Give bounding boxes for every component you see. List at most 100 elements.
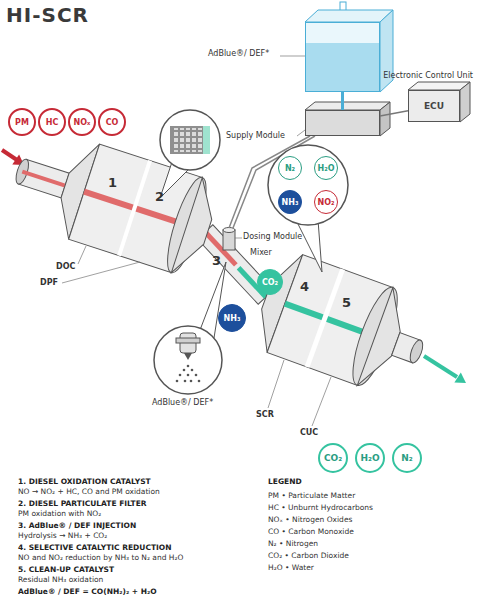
part-label: DPF bbox=[40, 278, 58, 287]
outlet-opening bbox=[408, 338, 426, 364]
spray-dots bbox=[176, 365, 201, 383]
legend-text: N₂ • Nitrogen bbox=[268, 539, 318, 548]
part-label: CUC bbox=[300, 428, 318, 437]
component-heading: AdBlue®/ DEF* bbox=[208, 49, 269, 58]
node-text: CO₂ bbox=[262, 278, 278, 287]
module-side bbox=[380, 102, 390, 136]
outlet-arrow bbox=[424, 356, 457, 377]
legend-text: H₂O • Water bbox=[268, 563, 314, 572]
list-text: NO and NO₂ reduction by NH₃ to N₂ and H₂… bbox=[18, 554, 183, 563]
leader-line bbox=[235, 238, 242, 239]
list-text: PM oxidation with NO₂ bbox=[18, 510, 101, 519]
doc-dpf-cylinder bbox=[2, 123, 223, 280]
section-divider bbox=[117, 160, 152, 256]
module-top bbox=[305, 102, 390, 110]
dosing-module-top bbox=[223, 228, 235, 233]
legend-text: CO₂ • Carbon Dioxide bbox=[268, 551, 349, 560]
component-box: AdBlue®/ DEF* bbox=[305, 22, 380, 92]
chemical-circle: CO₂ bbox=[257, 269, 283, 295]
chemical-circle: NOₓ bbox=[68, 108, 96, 136]
leader-line bbox=[312, 377, 331, 426]
node-text: CO₂ bbox=[324, 453, 342, 463]
reaction-bubble bbox=[268, 145, 348, 225]
chemical-circle: CO₂ bbox=[318, 443, 348, 473]
chemical-circle: HC bbox=[38, 108, 66, 136]
filter-cells bbox=[172, 128, 202, 152]
legend-entry: H₂O • Water bbox=[268, 564, 314, 573]
component-heading: Electronic Control Unit bbox=[383, 71, 473, 80]
callout-number: 1 bbox=[108, 176, 117, 191]
part-label: SCR bbox=[256, 410, 274, 419]
node-text: NO₂ bbox=[318, 198, 335, 207]
legend-text: PM • Particulate Matter bbox=[268, 491, 355, 500]
section-divider bbox=[305, 268, 345, 367]
formula-note: AdBlue® / DEF = CO(NH₂)₂ + H₂O bbox=[18, 588, 157, 597]
spray-dot bbox=[179, 374, 182, 377]
list-heading: 2. DIESEL PARTICULATE FILTER bbox=[18, 500, 147, 509]
spray-dot bbox=[176, 380, 179, 383]
node-text: NOₓ bbox=[74, 118, 91, 127]
node-text: N₂ bbox=[401, 453, 412, 463]
chemical-circle: PM bbox=[8, 108, 36, 136]
filter-substrate bbox=[170, 126, 210, 154]
list-heading: 1. DIESEL OXIDATION CATALYST bbox=[18, 478, 151, 487]
ecu-side bbox=[460, 82, 470, 122]
callout-number: 4 bbox=[300, 280, 309, 295]
filter-coating bbox=[203, 126, 210, 154]
leader-line bbox=[297, 130, 305, 136]
inlet-arrow bbox=[2, 150, 17, 160]
leader-line bbox=[268, 360, 284, 408]
node-text: NH₃ bbox=[224, 314, 241, 323]
node-text: CO bbox=[106, 118, 119, 127]
fluid-pipe bbox=[341, 92, 344, 110]
callout-number: 3 bbox=[212, 254, 221, 269]
injector-flange bbox=[176, 338, 200, 343]
callout-number: 2 bbox=[155, 190, 164, 205]
leader-line bbox=[78, 246, 86, 264]
part-label: Dosing Module bbox=[243, 232, 302, 241]
outlet-arrowhead bbox=[454, 373, 466, 383]
spray-dot bbox=[190, 380, 193, 383]
callout-number: 5 bbox=[342, 296, 351, 311]
node-text: HC bbox=[46, 118, 59, 127]
legend-entry: N₂ • Nitrogen bbox=[268, 540, 318, 549]
leader-lines bbox=[62, 56, 331, 426]
legend-entry: HC • Unburnt Hydrocarbons bbox=[268, 504, 373, 513]
component-heading: Supply Module bbox=[226, 131, 285, 140]
chemical-circle: NO₂ bbox=[314, 190, 338, 214]
node-text: N₂ bbox=[285, 164, 295, 173]
injector-zoom-bubble bbox=[154, 326, 222, 394]
legend-heading: LEGEND bbox=[268, 478, 302, 487]
chemical-circle: NH₃ bbox=[278, 190, 302, 214]
diagram-title: HI-SCR bbox=[6, 3, 89, 27]
spray-dot bbox=[195, 374, 198, 377]
chemical-circle: N₂ bbox=[278, 156, 302, 180]
part-label: DOC bbox=[56, 262, 75, 271]
filter-zoom-bubble bbox=[160, 110, 220, 170]
scr-cuc-cylinder bbox=[248, 248, 439, 402]
node-text: PM bbox=[15, 118, 29, 127]
chemical-circle: CO bbox=[98, 108, 126, 136]
injector-tip bbox=[184, 353, 192, 360]
spray-dot bbox=[187, 365, 190, 368]
spray-dot bbox=[191, 369, 194, 372]
list-text: Hydrolysis → NH₃ + CO₂ bbox=[18, 532, 107, 541]
list-text: NO → NO₂ + HC, CO and PM oxidation bbox=[18, 488, 160, 497]
node-text: ECU bbox=[424, 101, 444, 111]
legend-entry: CO • Carbon Monoxide bbox=[268, 528, 354, 537]
chemical-circle: NH₃ bbox=[218, 304, 246, 332]
list-text: Residual NH₃ oxidation bbox=[18, 576, 103, 585]
spray-dot bbox=[184, 380, 187, 383]
legend-text: HC • Unburnt Hydrocarbons bbox=[268, 503, 373, 512]
legend-entry: CO₂ • Carbon Dioxide bbox=[268, 552, 349, 561]
chemical-circle: N₂ bbox=[392, 443, 422, 473]
legend-text: CO • Carbon Monoxide bbox=[268, 527, 354, 536]
chemical-circle: H₂O bbox=[355, 443, 385, 473]
legend-entry: PM • Particulate Matter bbox=[268, 492, 355, 501]
legend-text: NOₓ • Nitrogen Oxides bbox=[268, 515, 352, 524]
list-heading: 4. SELECTIVE CATALYTIC REDUCTION bbox=[18, 544, 171, 553]
spray-dot bbox=[187, 374, 190, 377]
spray-dot bbox=[183, 369, 186, 372]
callout-pointer bbox=[296, 220, 322, 272]
